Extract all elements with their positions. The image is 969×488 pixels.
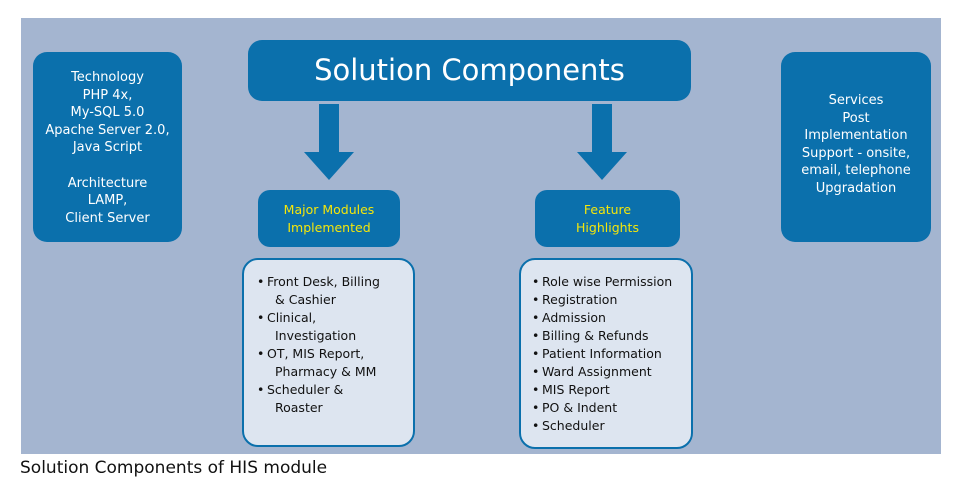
technology-heading: Technology <box>71 70 144 85</box>
technology-item: PHP 4x, <box>82 87 133 103</box>
list-item: Scheduler & Roaster <box>257 381 407 417</box>
list-item: Clinical, Investigation <box>257 309 407 345</box>
technology-item: My-SQL 5.0 <box>70 105 145 120</box>
down-arrow-icon <box>304 104 354 180</box>
feature-highlights-title: Feature Highlights <box>535 190 680 247</box>
services-line: Post <box>842 110 870 126</box>
figure-caption: Solution Components of HIS module <box>20 458 328 478</box>
list-item: Billing & Refunds <box>532 327 685 345</box>
services-line: Upgradation <box>815 180 897 196</box>
major-modules-title-line: Major Modules <box>283 201 375 217</box>
list-item: Registration <box>532 291 685 309</box>
list-item: PO & Indent <box>532 399 685 417</box>
solution-components-title: Solution Components <box>248 40 691 101</box>
architecture-item: Client Server <box>65 210 150 226</box>
services-line: Implementation <box>804 128 908 143</box>
technology-box: Technology PHP 4x, My-SQL 5.0 Apache Ser… <box>33 52 182 242</box>
list-item: OT, MIS Report, Pharmacy & MM <box>257 345 407 381</box>
list-item: Admission <box>532 309 685 327</box>
feature-highlights-list: Role wise Permission Registration Admiss… <box>519 258 693 449</box>
services-heading: Services <box>828 93 884 108</box>
list-item: MIS Report <box>532 381 685 399</box>
feature-highlights-title-line: Feature <box>583 201 632 217</box>
services-line: email, telephone <box>801 163 911 178</box>
list-item: Ward Assignment <box>532 363 685 381</box>
list-item: Scheduler <box>532 417 685 435</box>
major-modules-title: Major Modules Implemented <box>258 190 400 247</box>
architecture-item: LAMP, <box>87 193 128 208</box>
list-item: Role wise Permission <box>532 273 685 291</box>
major-modules-title-line: Implemented <box>287 219 371 235</box>
technology-item: Java Script <box>72 140 143 155</box>
list-item: Patient Information <box>532 345 685 363</box>
services-line: Support - onsite, <box>801 145 911 161</box>
services-box: Services Post Implementation Support - o… <box>781 52 931 242</box>
major-modules-list: Front Desk, Billing & Cashier Clinical, … <box>242 258 415 447</box>
down-arrow-icon <box>577 104 627 180</box>
feature-highlights-title-line: Highlights <box>576 219 639 235</box>
list-item: Front Desk, Billing & Cashier <box>257 273 407 309</box>
technology-item: Apache Server 2.0, <box>45 122 170 138</box>
architecture-heading: Architecture <box>67 175 148 191</box>
